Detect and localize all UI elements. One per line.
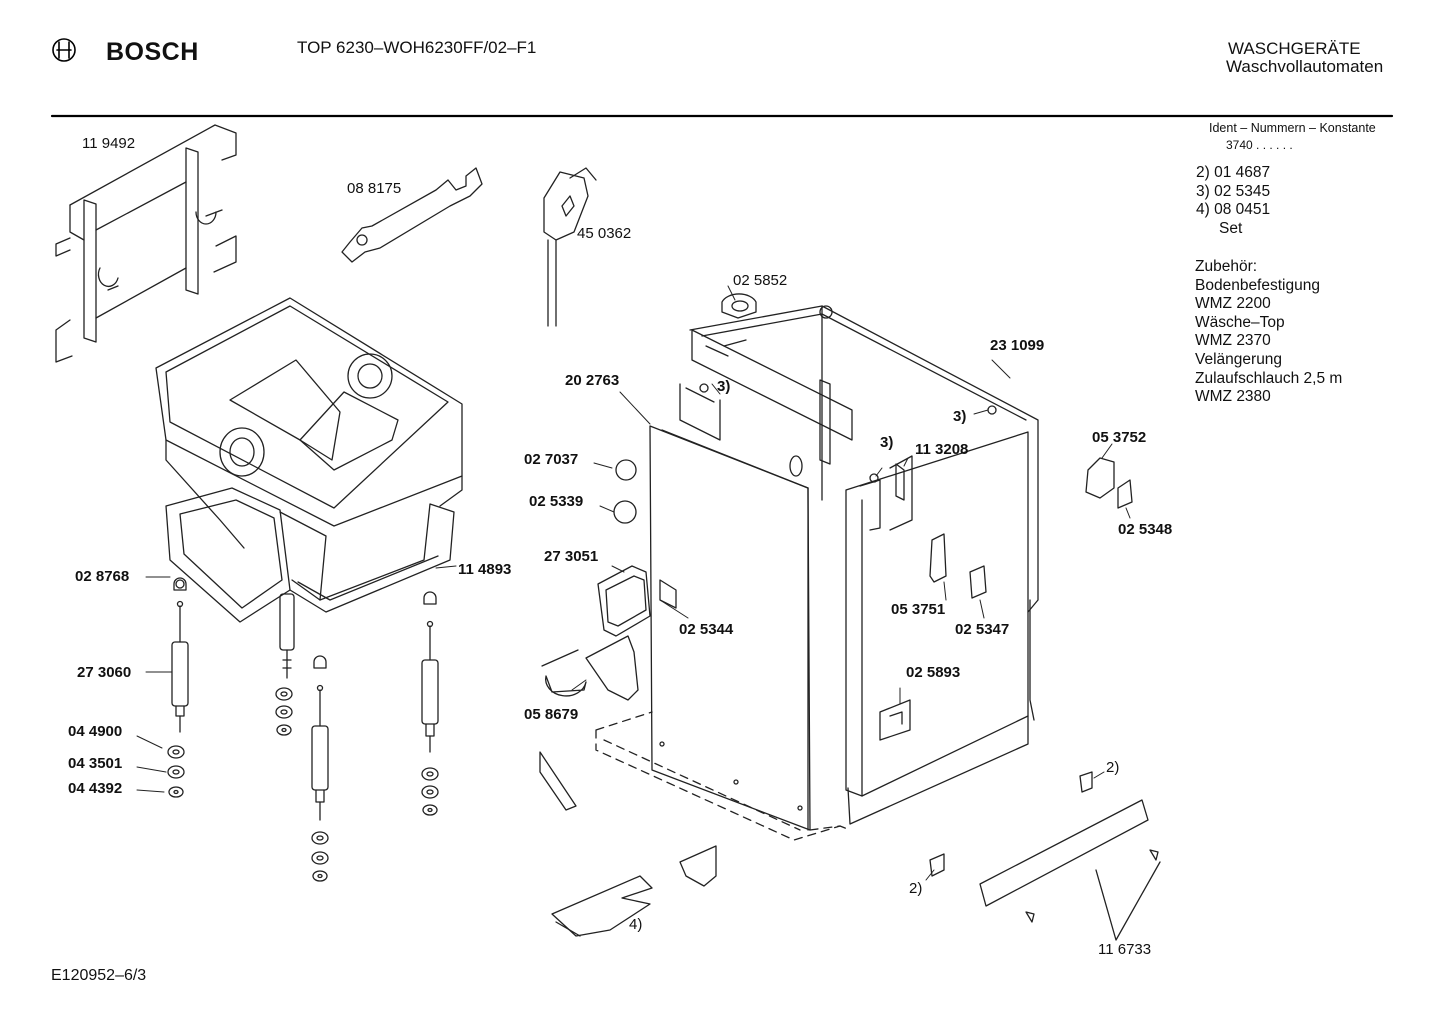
part-label: 45 0362 — [577, 225, 632, 242]
part-label: 11 6733 — [1098, 941, 1152, 958]
part-label: 05 3751 — [891, 601, 946, 618]
accessories-item: Zubehör: — [1195, 258, 1258, 275]
part-label: 04 3501 — [68, 755, 123, 772]
cabinet-base — [596, 712, 850, 840]
part-label: 02 8768 — [75, 568, 130, 585]
part-label: 02 5348 — [1118, 521, 1173, 538]
damper-right — [422, 622, 438, 753]
tub-housing — [156, 298, 462, 548]
cabinet-small-parts — [542, 294, 1132, 700]
subcategory-title: Waschvollautomaten — [1226, 57, 1384, 76]
mains-plug-icon — [544, 168, 596, 326]
accessories-item: WMZ 2200 — [1195, 295, 1271, 313]
part-label: 05 8679 — [524, 706, 579, 723]
parts-list-item: 3) 02 5345 — [1196, 182, 1271, 200]
model-title: TOP 6230–WOH6230FF/02–F1 — [297, 38, 537, 57]
part-label: 11 3208 — [915, 441, 969, 458]
category-title: WASCHGERÄTE — [1228, 39, 1361, 58]
leader-lines — [137, 286, 1130, 880]
damper-center — [280, 594, 294, 678]
reference-label: 3) — [717, 378, 731, 395]
accessories-item: Velängerung — [1195, 350, 1283, 368]
tub-lower-brackets — [166, 488, 454, 622]
ident-value: 3740 . . . . . . — [1226, 138, 1293, 152]
part-label: 27 3051 — [544, 548, 599, 565]
part-label: 02 5344 — [679, 621, 734, 638]
parts-list-item: 4) 08 0451 — [1196, 201, 1271, 219]
part-label: 02 5893 — [906, 664, 961, 681]
cabinet-side-panel — [846, 432, 1028, 824]
part-label: 23 1099 — [990, 337, 1045, 354]
part-label: 20 2763 — [565, 372, 620, 389]
part-label: 02 7037 — [524, 451, 579, 468]
brand-logo: BOSCH — [106, 38, 199, 66]
damper-front — [312, 686, 328, 821]
part-label: 02 5339 — [529, 493, 584, 510]
rubber-caps — [174, 578, 436, 668]
accessories-item: Wäsche–Top — [1195, 313, 1285, 331]
cabinet-frame — [680, 306, 1038, 720]
reference-label: 3) — [953, 408, 967, 425]
washer-stacks — [168, 688, 438, 881]
reference-label: 4) — [629, 916, 643, 933]
part-label: 04 4900 — [68, 723, 123, 740]
part-label: 04 4392 — [68, 780, 123, 797]
reference-label: 2) — [909, 880, 923, 897]
drawing-code: E120952–6/3 — [51, 967, 147, 984]
part-label: 02 5852 — [733, 272, 788, 289]
reference-label: 3) — [880, 434, 894, 451]
parts-list-item: Set — [1219, 219, 1243, 237]
part-label: 27 3060 — [77, 664, 132, 681]
parts-list: 2) 01 4687 3) 02 5345 4) 08 0451 Set — [1196, 164, 1270, 238]
parts-list-item: 2) 01 4687 — [1196, 164, 1271, 181]
accessories-item: WMZ 2370 — [1195, 332, 1271, 350]
accessories-item: Zulaufschlauch 2,5 m — [1195, 369, 1343, 387]
accessories-item: WMZ 2380 — [1195, 388, 1271, 406]
part-label: 05 3752 — [1092, 429, 1147, 446]
mounting-frame — [56, 125, 236, 362]
bosch-logo-icon — [53, 39, 75, 61]
reference-label: 2) — [1106, 759, 1120, 776]
ident-title: Ident – Nummern – Konstante — [1209, 121, 1376, 135]
part-label: 08 8175 — [347, 180, 402, 197]
part-label: 11 4893 — [458, 561, 512, 578]
part-label: 02 5347 — [955, 621, 1010, 638]
accessories-item: Bodenbefestigung — [1195, 276, 1320, 294]
damper-left — [172, 580, 188, 732]
accessories-list: Zubehör: Bodenbefestigung WMZ 2200 Wäsch… — [1195, 258, 1342, 407]
part-label: 11 9492 — [82, 135, 136, 152]
loose-parts — [540, 752, 1160, 940]
wrench-icon — [342, 168, 482, 262]
